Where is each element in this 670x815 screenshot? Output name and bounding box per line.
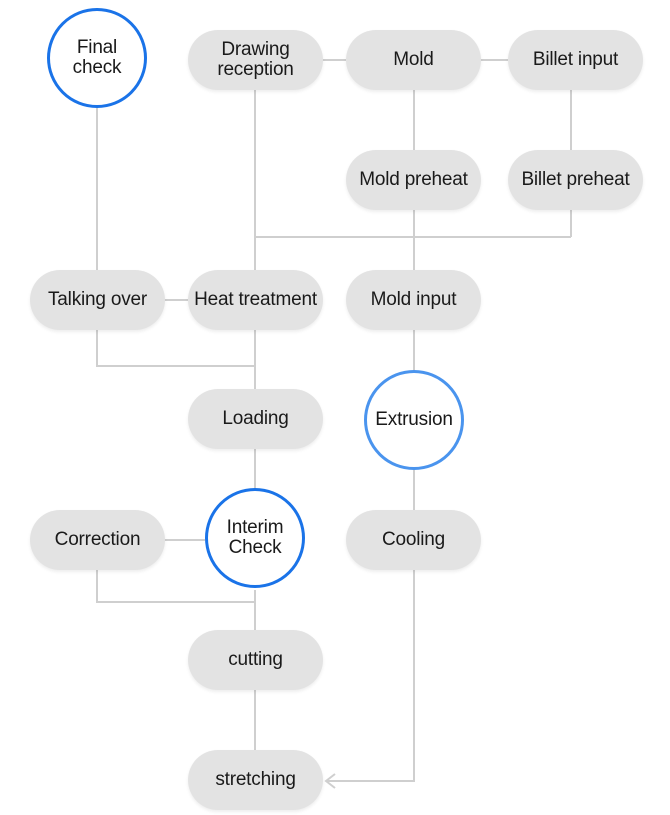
cooling-node: Cooling [346,510,481,570]
heat-treatment-node: Heat treatment [188,270,323,330]
final-check-node: Final check [47,8,147,108]
talking-over-node: Talking over [30,270,165,330]
interim-check-label: Interim Check [226,517,284,558]
cutting-node: cutting [188,630,323,690]
billet-input-node: Billet input [508,30,643,90]
loading-label: Loading [222,408,289,429]
mold-label: Mold [393,49,434,70]
stretching-label: stretching [215,769,296,790]
mold-input-node: Mold input [346,270,481,330]
drawing-reception-node: Drawing reception [188,30,323,90]
talking-over-label: Talking over [48,289,147,310]
final-check-label: Final check [72,37,122,78]
mold-node: Mold [346,30,481,90]
interim-check-node: Interim Check [205,488,305,588]
correction-node: Correction [30,510,165,570]
drawing-reception-label: Drawing reception [217,39,294,80]
connector-correction-cutting [96,570,255,603]
mold-preheat-label: Mold preheat [359,169,468,190]
cooling-label: Cooling [381,529,446,550]
connector-cooling-stretching [326,570,415,782]
billet-preheat-label: Billet preheat [521,169,630,190]
billet-input-label: Billet input [532,49,619,70]
arrowhead-stretching [324,773,336,789]
billet-preheat-node: Billet preheat [508,150,643,210]
correction-label: Correction [54,529,141,550]
extrusion-label: Extrusion [375,409,453,430]
loading-node: Loading [188,389,323,449]
mold-preheat-node: Mold preheat [346,150,481,210]
cutting-label: cutting [228,649,283,670]
stretching-node: stretching [188,750,323,810]
connector-talking-loading [96,330,255,367]
mold-input-label: Mold input [370,289,457,310]
heat-treatment-label: Heat treatment [194,289,317,310]
extrusion-node: Extrusion [364,370,464,470]
